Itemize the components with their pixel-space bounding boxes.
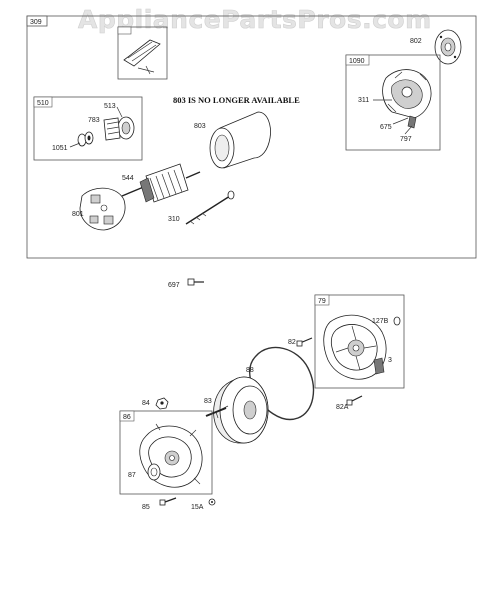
part-82-screw bbox=[296, 337, 313, 347]
part-802-end-plate bbox=[434, 29, 462, 65]
group-box-510 bbox=[33, 96, 143, 161]
box-label-frame-1090 bbox=[345, 54, 370, 66]
part-87-seal bbox=[147, 463, 161, 481]
label-801: 801 bbox=[72, 211, 84, 218]
label-127b: 127B bbox=[372, 318, 389, 325]
box-label-frame-309 bbox=[26, 15, 48, 27]
label-803: 803 bbox=[194, 123, 206, 130]
availability-notice: 803 IS NO LONGER AVAILABLE bbox=[173, 95, 300, 105]
label-513: 513 bbox=[104, 103, 116, 110]
part-82a-screw bbox=[346, 395, 363, 406]
part-801-brush-plate bbox=[79, 187, 126, 231]
part-85-screw bbox=[159, 497, 177, 506]
label-697: 697 bbox=[168, 282, 180, 289]
leader-675 bbox=[392, 117, 409, 125]
part-86-cover-assembly bbox=[139, 423, 203, 488]
instruction-sheet-illustration bbox=[117, 26, 168, 80]
label-675: 675 bbox=[380, 124, 392, 131]
leader-513 bbox=[116, 106, 123, 118]
part-513-drive-gear bbox=[117, 116, 135, 140]
label-82a: 82A bbox=[336, 404, 349, 411]
label-83: 83 bbox=[204, 398, 212, 405]
label-310: 310 bbox=[168, 216, 180, 223]
part-83-drum-assembly bbox=[205, 376, 269, 444]
box-label-510: 510 bbox=[37, 100, 49, 107]
group-box-79 bbox=[314, 294, 405, 389]
label-1051: 1051 bbox=[52, 145, 68, 152]
part-127b-plug bbox=[393, 316, 401, 326]
part-783-pinion bbox=[103, 117, 121, 141]
label-3: 3 bbox=[388, 357, 392, 364]
part-1090-end-cap-assembly bbox=[382, 69, 432, 129]
group-box-309 bbox=[26, 15, 477, 259]
part-544-armature bbox=[121, 163, 201, 203]
label-783: 783 bbox=[88, 117, 100, 124]
part-84-nut bbox=[155, 397, 169, 410]
label-544: 544 bbox=[122, 175, 134, 182]
part-15a-bolt bbox=[208, 498, 216, 506]
watermark: AppliancePartsPros.com bbox=[78, 5, 432, 34]
part-1051-washer bbox=[77, 131, 94, 147]
group-box-1090 bbox=[345, 54, 441, 151]
label-88: 88 bbox=[246, 367, 254, 374]
label-84: 84 bbox=[142, 400, 150, 407]
box-label-86: 86 bbox=[123, 414, 131, 421]
box-label-frame-510 bbox=[33, 96, 53, 108]
box-label-309: 309 bbox=[30, 19, 42, 26]
part-79-blower-housing bbox=[323, 314, 387, 380]
group-box-86 bbox=[119, 410, 213, 495]
label-87: 87 bbox=[128, 472, 136, 479]
label-802: 802 bbox=[410, 38, 422, 45]
label-85: 85 bbox=[142, 504, 150, 511]
box-label-frame-86 bbox=[119, 410, 135, 422]
box-label-frame-79 bbox=[314, 294, 330, 306]
box-label-1090: 1090 bbox=[349, 58, 365, 65]
label-15a: 15A bbox=[191, 504, 204, 511]
label-82: 82 bbox=[288, 339, 296, 346]
part-697-screw bbox=[187, 278, 204, 286]
leader-797 bbox=[404, 125, 413, 135]
box-label-79: 79 bbox=[318, 298, 326, 305]
leader-1051 bbox=[69, 142, 81, 148]
label-311: 311 bbox=[358, 97, 369, 104]
part-310-through-bolt bbox=[185, 190, 235, 225]
label-797: 797 bbox=[400, 136, 412, 143]
part-803-motor-sleeve bbox=[209, 111, 271, 169]
